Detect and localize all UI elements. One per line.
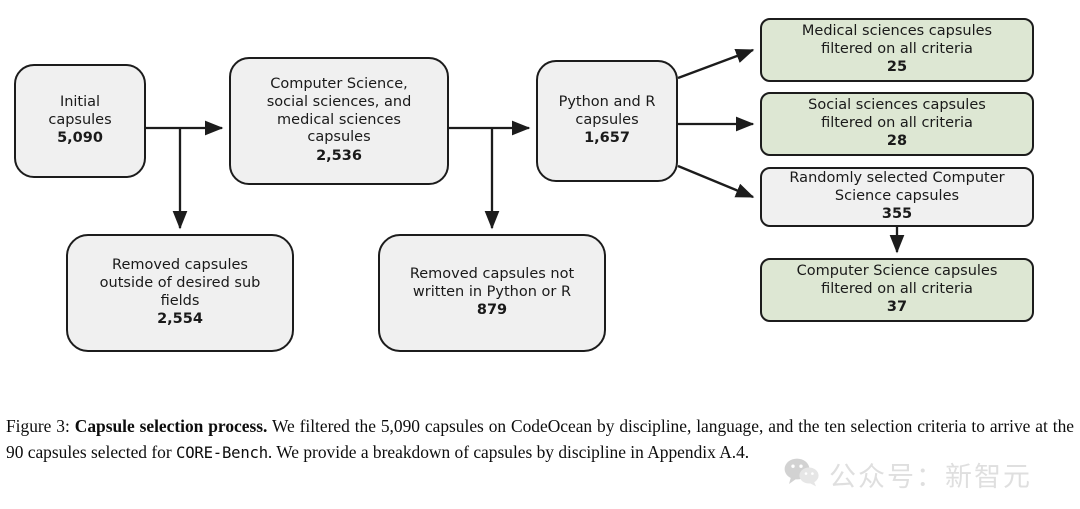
edge-language-to-medical: [677, 48, 755, 80]
node-random-cs-value: 355: [881, 206, 913, 223]
caption-body-part1: We filtered the 5,090 capsules on CodeOc…: [6, 416, 1074, 462]
node-removed-lang-value: 879: [476, 302, 508, 319]
node-removed-fields-value: 2,554: [157, 311, 203, 328]
node-social-value: 28: [886, 133, 908, 150]
node-initial-value: 5,090: [57, 130, 103, 147]
caption-benchmark-name: CORE-Bench: [176, 443, 268, 462]
caption-body-part2: . We provide a breakdown of capsules by …: [267, 441, 750, 462]
caption-figure-number: Figure 3:: [6, 416, 70, 436]
node-language-value: 1,657: [584, 130, 630, 147]
caption-title: Capsule selection process.: [74, 416, 268, 436]
figure-caption: Figure 3: Capsule selection process. We …: [6, 414, 1074, 466]
edge-language-to-random-cs: [677, 164, 755, 199]
node-cs-filtered-value: 37: [886, 299, 908, 316]
node-discipline-value: 2,536: [316, 148, 362, 165]
node-medical-value: 25: [886, 59, 908, 76]
